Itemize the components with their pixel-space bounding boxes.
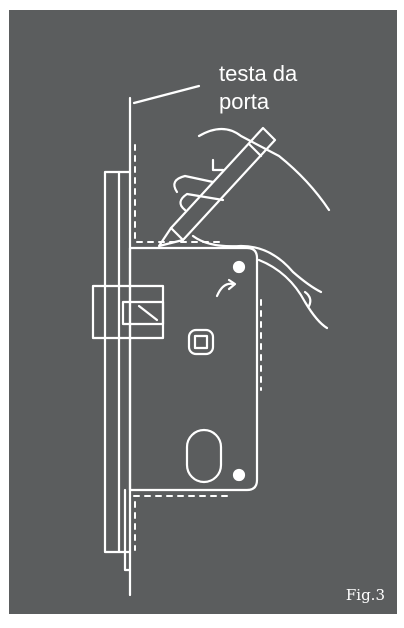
latch-bolt (91, 284, 165, 340)
faceplate (103, 170, 121, 554)
screw-hole-top (232, 260, 246, 274)
rotate-arrow-head (227, 278, 237, 291)
callout-leader-line (132, 84, 201, 105)
door-lower-edge (123, 488, 132, 572)
latch-bolt-line (137, 304, 159, 322)
spindle-hole-outer (187, 328, 215, 356)
lock-case (128, 246, 259, 492)
figure-panel (9, 10, 397, 614)
spindle-hole-inner (193, 334, 209, 350)
lock-installation-drawing (91, 84, 331, 597)
screw-hole-bottom (232, 468, 246, 482)
latch-bolt-head (121, 300, 165, 326)
callout-line-2: porta (219, 89, 270, 114)
rotate-arrow (215, 282, 235, 298)
hand-with-pencil-icon (157, 126, 331, 330)
figure-label: Fig.3 (345, 586, 385, 604)
callout-line-1: testa da (219, 61, 298, 86)
door-edge-callout: testa da porta (219, 60, 359, 116)
cylinder-slot (185, 428, 223, 484)
